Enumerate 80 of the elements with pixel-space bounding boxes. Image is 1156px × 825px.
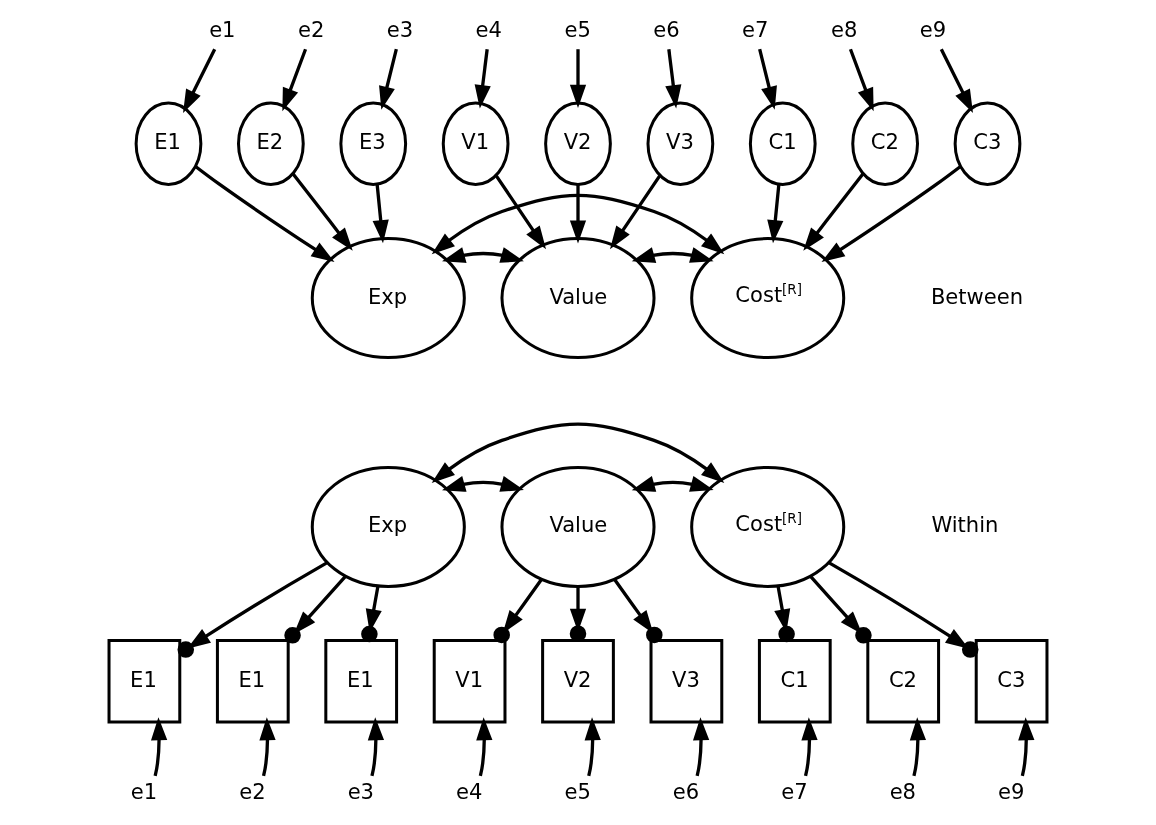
node-text: e7 xyxy=(742,17,769,43)
arrow xyxy=(665,49,682,109)
node-text: e9 xyxy=(919,17,947,43)
node-box: E1 xyxy=(215,639,290,724)
node-box: C1 xyxy=(757,639,832,724)
arrow xyxy=(476,717,493,777)
arrow xyxy=(282,48,308,112)
node-box: C2 xyxy=(866,639,941,724)
node-text: e4 xyxy=(456,778,483,804)
node-ellipse: C2 xyxy=(851,101,919,186)
arrow xyxy=(372,184,389,244)
arrow xyxy=(848,48,874,112)
arrow xyxy=(821,165,962,263)
node-ellipse: V2 xyxy=(544,101,612,186)
arrow xyxy=(809,575,872,644)
arrow xyxy=(569,184,587,244)
node-text: e4 xyxy=(475,17,502,43)
node-box: V2 xyxy=(541,639,615,724)
node-text: e9 xyxy=(998,778,1025,804)
arrow xyxy=(613,578,663,644)
arrow xyxy=(801,717,818,777)
arrow xyxy=(177,561,329,658)
arrow xyxy=(774,585,795,643)
arrow xyxy=(431,422,725,483)
node-text: e8 xyxy=(830,17,858,43)
arrow xyxy=(442,247,524,263)
node-text: e2 xyxy=(297,17,325,43)
node-box: V1 xyxy=(432,639,507,724)
node-text: e6 xyxy=(653,17,680,43)
node-box: E1 xyxy=(107,639,182,724)
node-text: e1 xyxy=(209,17,236,43)
arrow xyxy=(584,717,601,777)
arrow xyxy=(1018,717,1035,777)
arrow xyxy=(758,48,777,110)
arrow xyxy=(379,48,398,110)
node-box: E1 xyxy=(324,639,399,724)
label: Within xyxy=(931,512,999,538)
arrow xyxy=(291,172,353,251)
arrow xyxy=(151,717,168,777)
arrow xyxy=(631,247,714,263)
node-text: e3 xyxy=(347,778,375,804)
node-ellipse: V3 xyxy=(646,101,715,186)
node-ellipse: E1 xyxy=(134,101,203,186)
node-box: C3 xyxy=(974,639,1049,724)
node-ellipse: C1 xyxy=(748,101,817,186)
arrow xyxy=(569,49,587,108)
node-box: V3 xyxy=(649,639,724,724)
arrow xyxy=(474,49,491,109)
node-ellipse: E3 xyxy=(339,101,408,186)
arrow xyxy=(183,48,217,113)
arrow xyxy=(827,561,979,658)
arrow xyxy=(194,165,335,263)
arrow xyxy=(493,578,543,644)
node-text: e5 xyxy=(564,778,591,804)
arrow xyxy=(442,476,524,492)
arrow xyxy=(431,193,725,255)
node-text: e2 xyxy=(239,778,266,804)
node-text: e7 xyxy=(781,778,808,804)
node-text: e5 xyxy=(564,17,591,43)
node-ellipse: C3 xyxy=(953,101,1022,186)
arrow xyxy=(367,717,385,777)
node-ellipse: V1 xyxy=(441,101,510,186)
arrow xyxy=(909,717,927,777)
arrow xyxy=(494,174,546,250)
node-text: e8 xyxy=(889,778,917,804)
arrow xyxy=(284,575,347,644)
arrow xyxy=(610,174,662,250)
arrow xyxy=(939,48,973,113)
node-text: e3 xyxy=(386,17,414,43)
arrow xyxy=(259,717,276,777)
node-text: e6 xyxy=(672,778,700,804)
arrow xyxy=(693,717,710,777)
arrow xyxy=(803,172,865,251)
node-text: e1 xyxy=(130,778,158,804)
arrow xyxy=(631,476,714,492)
node-ellipse: E2 xyxy=(237,101,305,186)
arrow xyxy=(361,585,382,643)
arrow xyxy=(767,184,784,244)
label: Between xyxy=(930,283,1024,309)
arrow xyxy=(569,586,587,642)
